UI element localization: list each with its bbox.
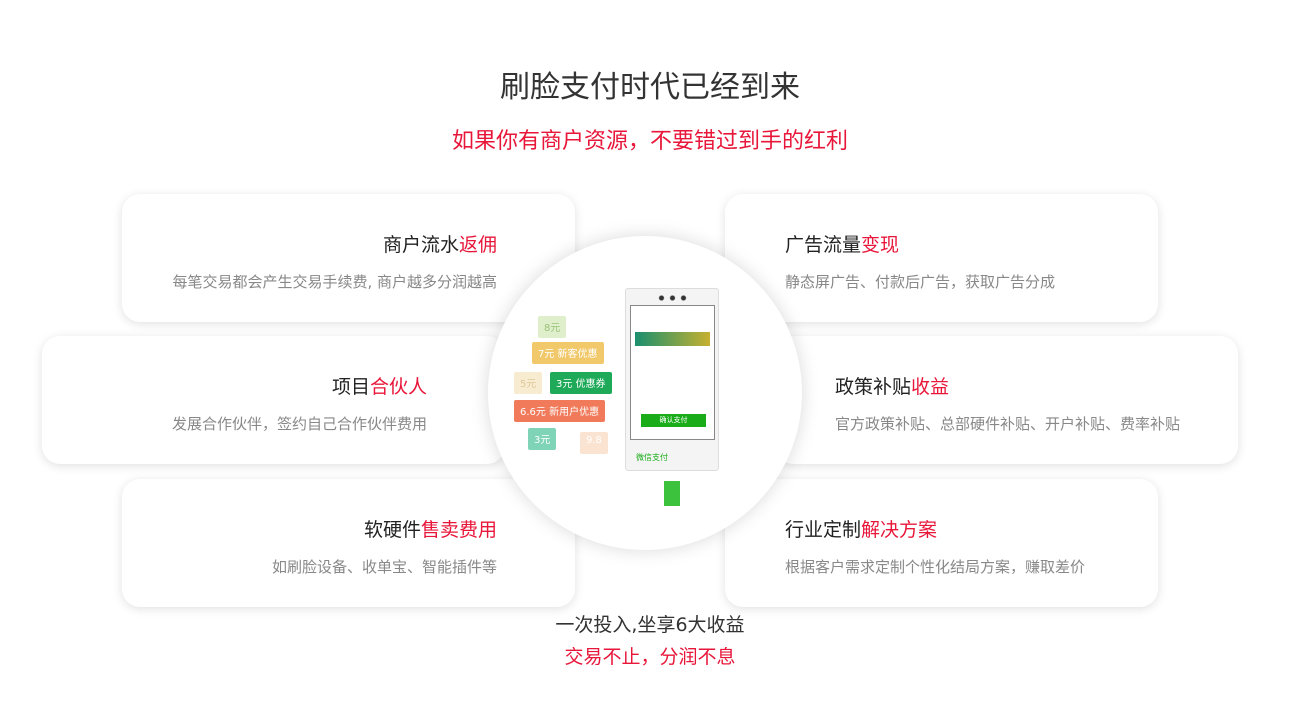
coupon: 7元 新客优惠	[532, 342, 604, 364]
coupon: 3元 优惠券	[550, 372, 612, 394]
footer-slogan: 交易不止，分润不息	[564, 646, 736, 668]
card-partner: 项目合伙人 发展合作伙伴，签约自己合作伙伴费用	[42, 336, 505, 464]
card-merchant-rebate: 商户流水返佣 每笔交易都会产生交易手续费, 商户越多分润越高	[122, 194, 575, 322]
card-desc: 如刷脸设备、收单宝、智能插件等	[271, 558, 497, 576]
card-title: 行业定制解决方案	[785, 515, 937, 542]
page-subtitle: 如果你有商户资源，不要错过到手的红利	[451, 129, 848, 154]
pay-button[interactable]: 确认支付	[641, 414, 706, 427]
card-title: 广告流量变现	[785, 230, 899, 257]
card-title-text: 行业定制	[785, 519, 862, 541]
card-title-highlight: 收益	[911, 376, 950, 398]
device-screen: 确认支付	[630, 305, 715, 440]
card-banner	[635, 332, 710, 346]
camera-icon	[656, 295, 690, 301]
pos-device: 确认支付 微信支付	[625, 288, 719, 471]
device-illustration: 8元 7元 新客优惠 5元 3元 优惠券 6.6元 新用户优惠 3元 9.8 确…	[488, 236, 802, 550]
coupon: 8元	[538, 316, 567, 338]
coupon: 3元	[528, 428, 557, 450]
card-industry-solution: 行业定制解决方案 根据客户需求定制个性化结局方案，赚取差价	[725, 479, 1158, 607]
coupon: 6.6元 新用户优惠	[514, 400, 606, 422]
footer-tagline: 一次投入,坐享6大收益	[555, 614, 745, 636]
coupon: 5元	[514, 372, 543, 394]
card-title: 软硬件售卖费用	[364, 515, 497, 542]
card-title-highlight: 变现	[861, 234, 900, 256]
card-title-highlight: 售卖费用	[420, 519, 497, 541]
card-desc: 官方政策补贴、总部硬件补贴、开户补贴、费率补贴	[835, 415, 1181, 433]
card-title-highlight: 解决方案	[861, 519, 938, 541]
card-policy-subsidy: 政策补贴收益 官方政策补贴、总部硬件补贴、开户补贴、费率补贴	[775, 336, 1238, 464]
card-title-highlight: 返佣	[458, 234, 497, 256]
card-desc: 根据客户需求定制个性化结局方案，赚取差价	[785, 558, 1086, 576]
wechat-pay-logo: 微信支付	[636, 453, 668, 462]
card-title: 商户流水返佣	[383, 230, 497, 257]
card-title: 项目合伙人	[332, 372, 427, 399]
card-desc: 发展合作伙伴，签约自己合作伙伴费用	[171, 415, 427, 433]
card-hardware-sales: 软硬件售卖费用 如刷脸设备、收单宝、智能插件等	[122, 479, 575, 607]
card-desc: 静态屏广告、付款后广告，获取广告分成	[785, 273, 1056, 291]
card-desc: 每笔交易都会产生交易手续费, 商户越多分润越高	[172, 273, 497, 291]
card-title: 政策补贴收益	[835, 372, 949, 399]
card-title-text: 政策补贴	[835, 376, 912, 398]
usb-plug	[664, 481, 680, 506]
card-title-text: 项目	[331, 376, 370, 398]
page-title: 刷脸支付时代已经到来	[500, 70, 800, 105]
card-title-text: 商户流水	[382, 234, 459, 256]
card-title-text: 广告流量	[785, 234, 862, 256]
card-title-text: 软硬件	[363, 519, 421, 541]
card-ad-traffic: 广告流量变现 静态屏广告、付款后广告，获取广告分成	[725, 194, 1158, 322]
coupon: 9.8	[580, 432, 608, 454]
card-title-highlight: 合伙人	[369, 376, 427, 398]
